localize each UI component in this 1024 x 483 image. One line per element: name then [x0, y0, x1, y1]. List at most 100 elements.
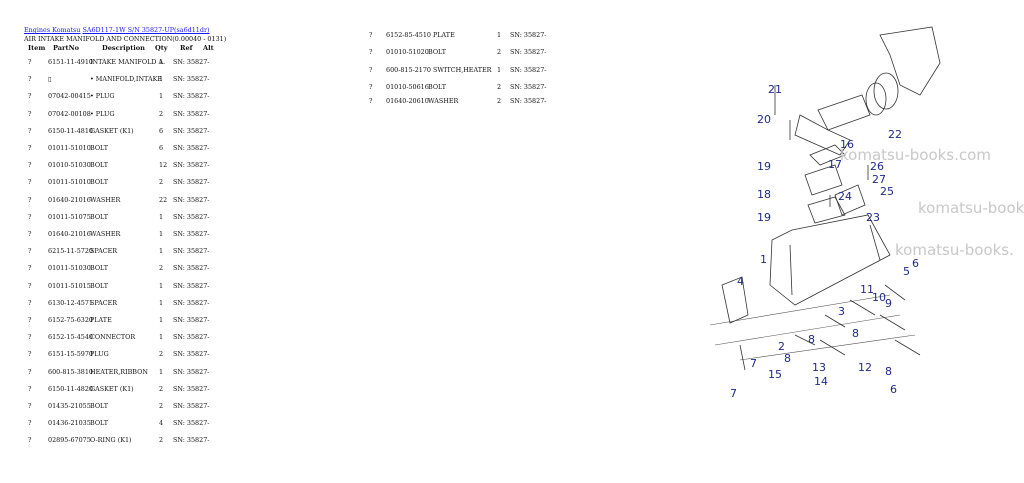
page-title: AIR INTAKE MANIFOLD AND CONNECTION(0.000… [24, 35, 227, 43]
item-status: ? [28, 75, 32, 84]
part-ref: SN: 35827- [510, 97, 547, 105]
part-number: 01010-51020 [386, 48, 429, 56]
part-qty: 6 [159, 126, 164, 135]
item-status: ? [28, 402, 32, 410]
item-status: ? [28, 367, 32, 376]
item-status: ? [28, 92, 32, 101]
part-qty: 12 [159, 161, 168, 170]
breadcrumb-link-engines[interactable]: Engines Komatsu [24, 26, 81, 34]
item-status: ? [28, 161, 32, 170]
part-description: BOLT [90, 212, 109, 221]
callout-number: 22 [888, 128, 902, 141]
col-header-partno: PartNo [53, 44, 79, 52]
part-number: 01011-51015 [48, 281, 91, 290]
part-ref: SN: 35827- [173, 58, 210, 66]
callout-number: 8 [885, 365, 892, 378]
item-status: ? [28, 384, 32, 393]
item-status: ? [28, 195, 32, 204]
part-number: 6150-11-4820 [48, 384, 93, 393]
callout-number: 5 [903, 265, 910, 278]
part-qty: 2 [159, 350, 164, 359]
item-status: ? [369, 97, 373, 105]
watermark-1: komatsu-books.com [840, 146, 991, 164]
part-description: SPACER [90, 247, 118, 256]
part-qty: 22 [159, 195, 168, 204]
part-ref: SN: 35827- [173, 264, 210, 273]
part-ref: SN: 35827- [173, 92, 210, 101]
part-ref: SN: 35827- [173, 298, 210, 307]
callout-number: 8 [852, 327, 859, 340]
callout-number: 7 [730, 387, 737, 400]
part-description: O-RING (K1) [90, 436, 132, 445]
callout-number: 25 [880, 185, 894, 198]
part-description: INTAKE MANIFOLD A. [90, 58, 166, 66]
part-qty: 2 [159, 402, 164, 410]
watermark-3: komatsu-books. [895, 241, 1014, 259]
item-status: ? [28, 264, 32, 273]
callout-number: 6 [912, 257, 919, 270]
callout-number: 8 [808, 333, 815, 346]
col-header-item: Item [28, 44, 46, 52]
part-ref: SN: 35827- [173, 109, 210, 118]
part-qty: 1 [497, 31, 502, 39]
part-qty: 2 [497, 48, 502, 56]
part-ref: SN: 35827- [173, 195, 210, 204]
part-description: WASHER [428, 97, 459, 105]
part-number: 6152-15-4540 [48, 333, 93, 342]
callout-number: 19 [757, 211, 771, 224]
part-number: 600-815-3810 [48, 367, 93, 376]
part-qty: 1 [159, 75, 164, 84]
part-qty: 2 [159, 264, 164, 273]
callout-number: 19 [757, 160, 771, 173]
part-ref: SN: 35827- [173, 230, 210, 238]
part-qty: 1 [159, 92, 164, 101]
callout-number: 21 [768, 83, 782, 96]
part-number: ▯ [48, 75, 52, 84]
callout-number: 27 [872, 173, 886, 186]
part-ref: SN: 35827- [173, 281, 210, 290]
part-description: BOLT [90, 144, 109, 152]
col-header-alt: Alt [203, 44, 214, 52]
part-description: BOLT [90, 419, 109, 428]
col-header-description: Description [102, 44, 145, 52]
part-number: 6152-75-6320 [48, 316, 93, 324]
part-description: PLATE [90, 316, 112, 324]
part-qty: 1 [159, 298, 164, 307]
callout-number: 1 [760, 253, 767, 266]
part-description: BOLT [90, 161, 109, 170]
part-number: 01011-51010 [48, 178, 91, 187]
callout-number: 6 [890, 383, 897, 396]
part-description: BOLT [90, 178, 109, 187]
item-status: ? [28, 436, 32, 445]
part-qty: 1 [159, 281, 164, 290]
part-number: 600-815-2170 [386, 66, 431, 74]
part-ref: SN: 35827- [510, 31, 547, 39]
item-status: ? [369, 83, 373, 91]
part-number: 6152-85-4510 [386, 31, 431, 39]
item-status: ? [28, 333, 32, 342]
callout-number: 16 [840, 138, 854, 151]
part-ref: SN: 35827- [173, 419, 210, 428]
callout-number: 20 [757, 113, 771, 126]
callout-number: 2 [778, 340, 785, 353]
part-number: 01011-51030 [48, 264, 91, 273]
part-qty: 1 [159, 247, 164, 256]
item-status: ? [28, 58, 32, 66]
part-qty: 2 [497, 83, 502, 91]
part-qty: 1 [159, 58, 164, 66]
callout-number: 12 [858, 361, 872, 374]
breadcrumb-link-model[interactable]: SA6D117-1W S/N 35827-UP(sa6d11dr) [82, 26, 210, 34]
part-description: BOLT [90, 281, 109, 290]
callout-number: 17 [828, 158, 842, 171]
callout-number: 18 [757, 188, 771, 201]
part-qty: 1 [159, 230, 164, 238]
part-description: CONNECTOR [90, 333, 136, 342]
part-ref: SN: 35827- [173, 247, 210, 256]
part-number: 07042-00108 [48, 109, 91, 118]
part-description: GASKET (K1) [90, 126, 134, 135]
part-number: 01435-21055 [48, 402, 91, 410]
part-ref: SN: 35827- [510, 66, 547, 74]
part-qty: 1 [159, 316, 164, 324]
callout-number: 3 [838, 305, 845, 318]
